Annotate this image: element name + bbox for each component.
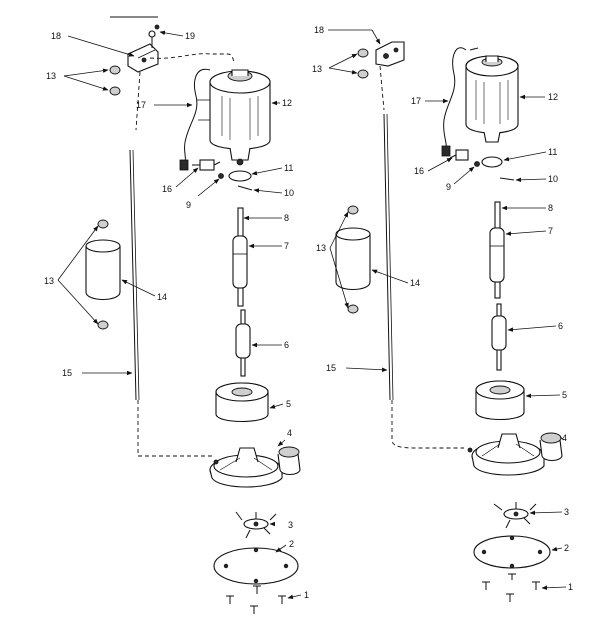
callout-1-right: 1 xyxy=(568,582,573,592)
left-assembly xyxy=(85,24,301,614)
callout-19-left: 19 xyxy=(185,31,195,41)
callout-10-left: 10 xyxy=(284,188,294,198)
callout-2-right: 2 xyxy=(564,543,569,553)
callout-12-left: 12 xyxy=(282,98,292,108)
callout-5-right: 5 xyxy=(562,390,567,400)
base-plate-right xyxy=(473,535,551,569)
callout-17-left: 17 xyxy=(136,100,146,110)
power-cord-left xyxy=(183,68,211,167)
callout-7-right: 7 xyxy=(548,226,553,236)
callout-13-left-float: 13 xyxy=(44,276,54,286)
callout-12-right: 12 xyxy=(548,92,558,102)
callout-13-right-float: 13 xyxy=(316,243,326,253)
rod-route-left xyxy=(137,400,214,457)
ground-wire-left xyxy=(135,71,141,131)
cap-part-left xyxy=(215,382,269,422)
impeller-part-left xyxy=(235,511,277,539)
float-part-left xyxy=(85,219,121,330)
callout-labels: 18 19 13 17 12 11 10 9 16 8 7 13 14 6 15… xyxy=(44,25,573,600)
power-cord-right xyxy=(443,47,467,151)
shaft-part-left xyxy=(232,207,248,307)
shaft-part-right xyxy=(489,201,505,299)
pump-housing-right xyxy=(467,432,563,476)
motor-part-right xyxy=(465,55,519,143)
impeller-part-right xyxy=(493,502,537,529)
base-plate-left xyxy=(213,547,299,585)
callout-15-right: 15 xyxy=(326,363,336,373)
switch-part-right xyxy=(449,149,469,161)
callout-13-left-top: 13 xyxy=(46,71,56,81)
callout-14-right: 14 xyxy=(410,278,420,288)
callout-4-left: 4 xyxy=(287,428,292,438)
motor-part-left xyxy=(209,69,271,166)
pump-housing-left xyxy=(209,446,301,488)
screws-part-right xyxy=(482,573,540,602)
callout-8-left: 8 xyxy=(284,213,289,223)
callout-10-right: 10 xyxy=(548,174,558,184)
switch-part-left xyxy=(192,159,221,171)
bracket-part-left xyxy=(109,24,160,96)
coupling-part-left xyxy=(235,309,251,377)
float-rod-right xyxy=(383,113,391,401)
leader-lines xyxy=(57,29,567,600)
callout-7-left: 7 xyxy=(284,241,289,251)
bracket-part-right xyxy=(357,41,405,79)
callout-18-right: 18 xyxy=(314,25,324,35)
callout-6-left: 6 xyxy=(284,340,289,350)
callout-17-right: 17 xyxy=(411,96,421,106)
callout-9-right: 9 xyxy=(446,182,451,192)
callout-14-left: 14 xyxy=(157,292,167,302)
callout-18-left: 18 xyxy=(51,31,61,41)
clamp-part-left xyxy=(228,170,252,182)
callout-11-right: 11 xyxy=(548,147,557,157)
coupling-part-right xyxy=(491,303,507,371)
callout-4-right: 4 xyxy=(562,433,567,443)
callout-6-right: 6 xyxy=(558,321,563,331)
callout-1-left: 1 xyxy=(304,590,309,600)
cord-route-left xyxy=(149,53,235,65)
float-part-right xyxy=(335,205,371,314)
callout-2-left: 2 xyxy=(289,539,294,549)
callout-8-right: 8 xyxy=(548,203,553,213)
callout-5-left: 5 xyxy=(286,399,291,409)
float-rod-left xyxy=(129,149,137,401)
screws-part-left xyxy=(226,585,286,614)
callout-15-left: 15 xyxy=(62,368,72,378)
callout-3-left: 3 xyxy=(288,520,293,530)
clamp-part-right xyxy=(481,156,503,168)
callout-16-right: 16 xyxy=(414,166,424,176)
callout-9-left: 9 xyxy=(186,200,191,210)
callout-3-right: 3 xyxy=(564,507,569,517)
ground-wire-right xyxy=(379,65,385,111)
cap-part-right xyxy=(475,380,525,420)
callout-13-right-top: 13 xyxy=(312,64,322,74)
right-assembly xyxy=(335,41,563,602)
callout-16-left: 16 xyxy=(162,184,172,194)
rod-route-right xyxy=(391,400,464,449)
callout-11-left: 11 xyxy=(284,163,293,173)
